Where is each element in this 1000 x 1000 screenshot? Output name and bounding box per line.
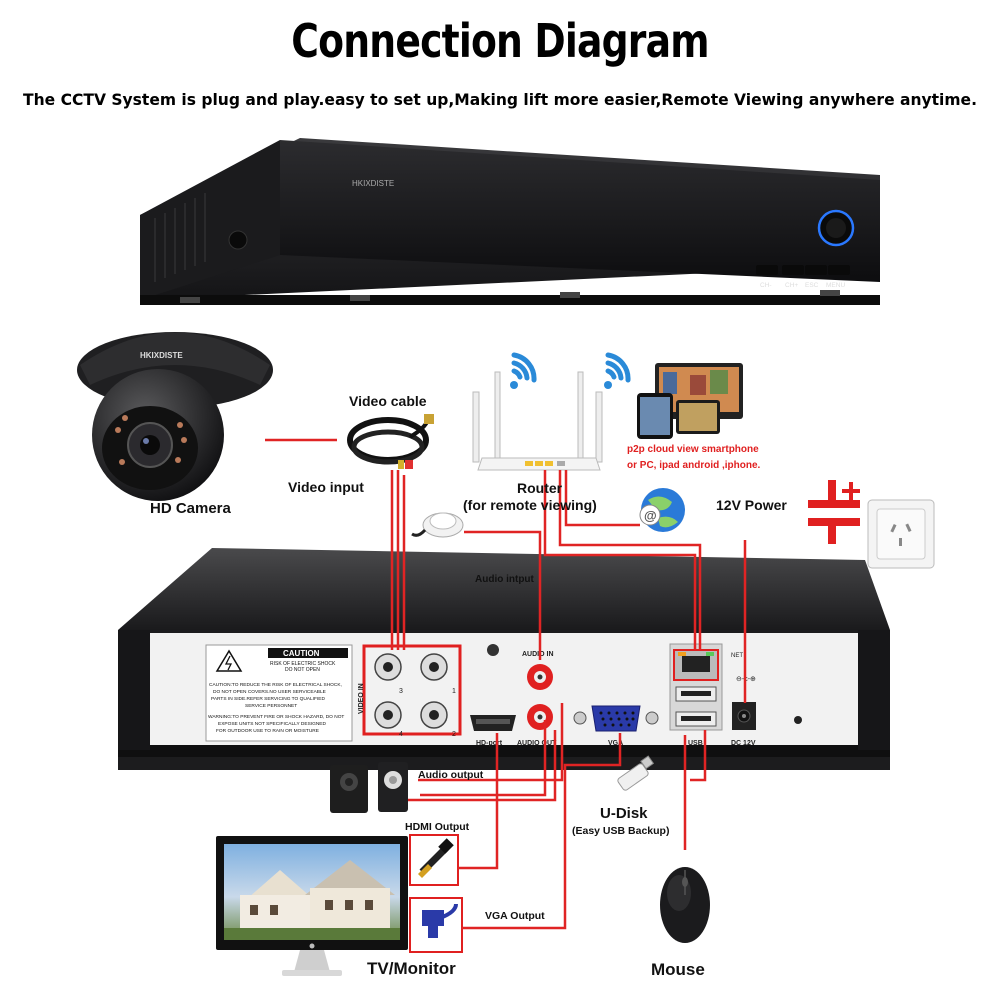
udisk-label: U-Disk xyxy=(600,805,648,822)
video-input-label: Video input xyxy=(288,479,364,495)
caution-line: FOR OUTDOOR USE TO RAIN OR MOISTURE xyxy=(216,728,319,734)
power-knob-icon xyxy=(228,230,248,250)
dc-power-port[interactable] xyxy=(732,702,756,730)
bnc-number: 3 xyxy=(399,688,403,695)
p2p-line1: p2p cloud view smartphone xyxy=(627,444,759,455)
svg-text:@: @ xyxy=(644,508,657,523)
dc-power-symbol-icon xyxy=(808,480,860,544)
remote-devices-icon xyxy=(637,363,743,439)
hdmi-output-label: HDMI Output xyxy=(405,821,470,833)
video-in-label: VIDEO IN xyxy=(358,683,365,714)
btn-ch-plus[interactable]: CH+ xyxy=(785,282,798,289)
audio-input-label: Audio intput xyxy=(475,574,535,585)
tv-monitor-icon xyxy=(216,836,408,976)
caution-line: DO NOT OPEN COVERS.NO USER SERVICEABLE xyxy=(213,689,326,695)
dc-label: DC 12V xyxy=(731,740,756,747)
tv-monitor-label: TV/Monitor xyxy=(367,959,456,978)
hdmi-cable-icon xyxy=(409,834,459,886)
power-label: 12V Power xyxy=(716,497,787,513)
audio-in-port[interactable] xyxy=(527,664,553,690)
wire-usb-disk xyxy=(690,730,707,782)
vga-cable-icon xyxy=(409,897,463,953)
usb-port-top[interactable] xyxy=(675,686,717,702)
caution-line: WARNING:TO PREVENT FIRE OR SHOCK HAZARD,… xyxy=(208,714,344,720)
wire-vga xyxy=(462,733,622,930)
vga-output-label: VGA Output xyxy=(485,910,545,922)
camera-brand: HKIXDISTE xyxy=(140,351,183,360)
caution-line: EXPOSE UNITS NOT SPECIFICALLY DESIGNED xyxy=(218,721,326,727)
bnc-number: 4 xyxy=(399,731,403,738)
btn-esc[interactable]: ESC xyxy=(805,282,819,289)
bnc-number: 1 xyxy=(452,688,456,695)
usb-port-bottom[interactable] xyxy=(675,711,717,727)
dvr-brand: HKIXDISTE xyxy=(352,179,394,188)
hd-camera-label: HD Camera xyxy=(150,500,232,517)
page-title: Connection Diagram xyxy=(291,14,709,68)
internet-globe-icon: @ xyxy=(639,488,685,532)
wall-socket-icon xyxy=(867,499,935,569)
caution-title: CAUTION xyxy=(283,649,320,658)
router-label: Router xyxy=(517,480,563,496)
video-cable-label: Video cable xyxy=(349,393,427,409)
speakers-icon xyxy=(330,762,408,813)
dvr-control-knob[interactable] xyxy=(817,209,855,247)
btn-ch-minus[interactable]: CH- xyxy=(760,282,772,289)
caution-line: CAUTION:TO REDUCE THE RISK OF ELECTRICAL… xyxy=(209,682,342,688)
mouse-label: Mouse xyxy=(651,960,705,979)
p2p-line2: or PC, ipad android ,iphone. xyxy=(627,460,761,471)
audio-output-label: Audio output xyxy=(418,769,484,781)
video-cable-icon xyxy=(347,414,434,469)
wire-hdmi xyxy=(458,733,499,870)
bnc-number: 2 xyxy=(452,731,456,738)
vga-port[interactable] xyxy=(573,705,659,732)
microphone-icon xyxy=(411,512,464,538)
btn-menu[interactable]: MENU xyxy=(826,282,845,289)
mouse-icon xyxy=(660,867,710,943)
net-label: NET xyxy=(731,653,743,659)
router-icon xyxy=(472,371,603,471)
caution-sub2: DO NOT OPEN xyxy=(285,667,320,673)
page-subtitle: The CCTV System is plug and play.easy to… xyxy=(23,90,977,109)
wifi-icon-left xyxy=(510,352,537,389)
wire-router-net xyxy=(543,470,697,650)
wire-audio-in xyxy=(464,530,542,660)
wire-audio-out xyxy=(418,703,564,782)
caution-line: SERVICE PERSONNET xyxy=(245,703,297,709)
caution-line: PARTS IN SIDE.REFER SERVICING TO QUALIFI… xyxy=(211,696,325,702)
dvr-buttons: CH- CH+ ESC MENU xyxy=(756,265,850,289)
udisk-sublabel: (Easy USB Backup) xyxy=(572,825,669,837)
apple-logo-icon xyxy=(309,943,315,949)
dvr-front-unit: HKIXDISTE CH- CH+ ESC MENU xyxy=(140,138,880,305)
audio-in-label: AUDIO IN xyxy=(522,651,554,658)
wifi-icon-right xyxy=(604,352,631,389)
usb-stick-icon xyxy=(617,755,655,791)
hd-port-label: HD-port xyxy=(476,740,503,747)
router-sublabel: (for remote viewing) xyxy=(463,497,597,513)
caution-sub1: RISK OF ELECTRIC SHOCK xyxy=(270,661,336,667)
vga-label: VGA xyxy=(608,740,623,747)
wire-router-internet xyxy=(564,470,640,527)
dome-camera-icon: HKIXDISTE xyxy=(77,332,273,501)
usb-label: USB xyxy=(688,740,703,747)
connection-wires xyxy=(265,438,747,930)
caution-label: CAUTION RISK OF ELECTRIC SHOCK DO NOT OP… xyxy=(205,644,353,742)
video-in-ports[interactable]: 3 1 4 2 VIDEO IN xyxy=(358,644,462,738)
audio-out-port[interactable] xyxy=(527,704,553,730)
hdmi-port[interactable] xyxy=(470,715,516,731)
audio-out-label: AUDIO OUT xyxy=(517,740,557,747)
